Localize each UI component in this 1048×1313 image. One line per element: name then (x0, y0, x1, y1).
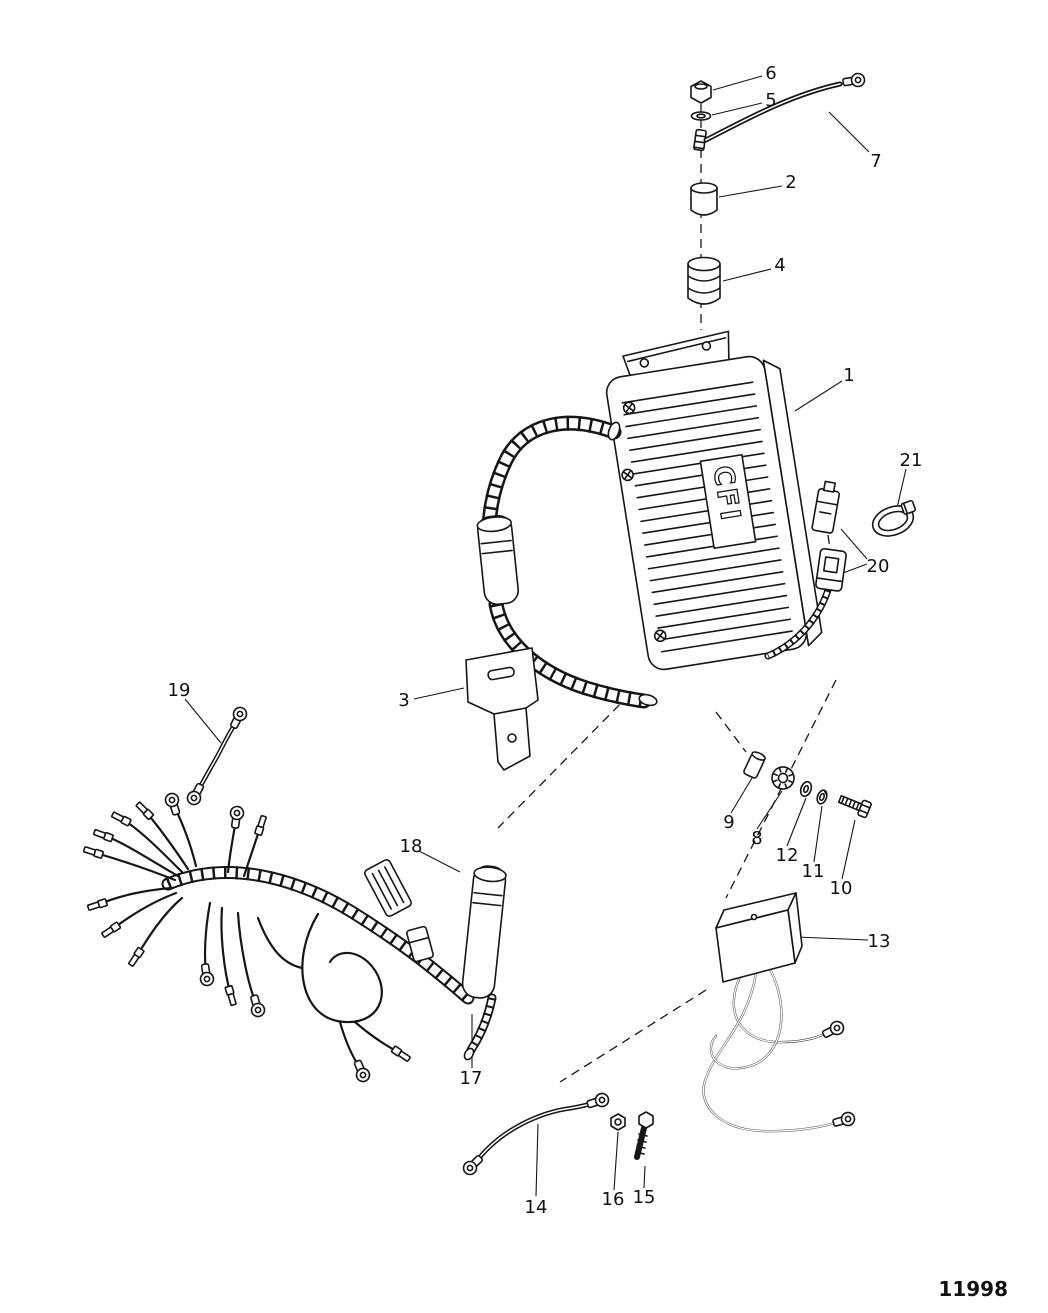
part-bracket (465, 647, 539, 771)
part-ecu-cable (476, 415, 658, 709)
callouts: 1 2 3 4 5 6 7 8 9 10 11 12 13 14 15 16 1… (168, 63, 923, 1218)
callout-5: 5 (765, 90, 776, 111)
part-ecu-module: CFI (605, 330, 823, 671)
callout-11: 11 (802, 861, 825, 882)
part-hex-nut (610, 1113, 626, 1131)
callout-4: 4 (774, 255, 785, 276)
part-connector-upper (811, 480, 840, 534)
part-screw (634, 1111, 654, 1160)
harness-connector-block (364, 859, 412, 917)
callout-20: 20 (867, 556, 890, 577)
callout-14: 14 (525, 1197, 548, 1218)
part-nut (690, 80, 712, 104)
callout-13: 13 (868, 931, 891, 952)
callout-12: 12 (776, 845, 799, 866)
callout-6: 6 (765, 63, 776, 84)
part-jumper-cable (184, 704, 250, 808)
callout-21: 21 (900, 450, 923, 471)
part-connector-lower (764, 547, 847, 660)
part-stud (693, 128, 707, 152)
part-washer (690, 111, 712, 121)
part-flat-washer (799, 780, 813, 798)
part-bolt (837, 794, 872, 819)
part-coupler (687, 256, 721, 305)
part-lock-washer (816, 789, 828, 805)
callout-17: 17 (460, 1068, 483, 1089)
part-wiring-harness (82, 791, 475, 1085)
callout-16: 16 (602, 1189, 625, 1210)
callout-18: 18 (400, 836, 423, 857)
part-relay-box (702, 892, 857, 1133)
part-grommet (771, 766, 795, 790)
callout-9: 9 (723, 812, 734, 833)
figure-number: 11998 (938, 1277, 1008, 1301)
callout-10: 10 (830, 878, 853, 899)
callout-8: 8 (751, 828, 762, 849)
harness-connector-small (406, 925, 434, 963)
part-battery-cable (460, 1091, 611, 1178)
callout-15: 15 (633, 1187, 656, 1208)
leader-lines (184, 75, 907, 1197)
part-bushing (690, 182, 718, 216)
part-spacer (743, 751, 766, 779)
callout-7: 7 (870, 151, 881, 172)
callout-19: 19 (168, 680, 191, 701)
part-clamp (871, 499, 917, 537)
callout-3: 3 (398, 690, 409, 711)
part-connector-boot (461, 865, 507, 1061)
part-ground-cable (703, 71, 867, 143)
callout-2: 2 (785, 172, 796, 193)
callout-1: 1 (843, 365, 854, 386)
